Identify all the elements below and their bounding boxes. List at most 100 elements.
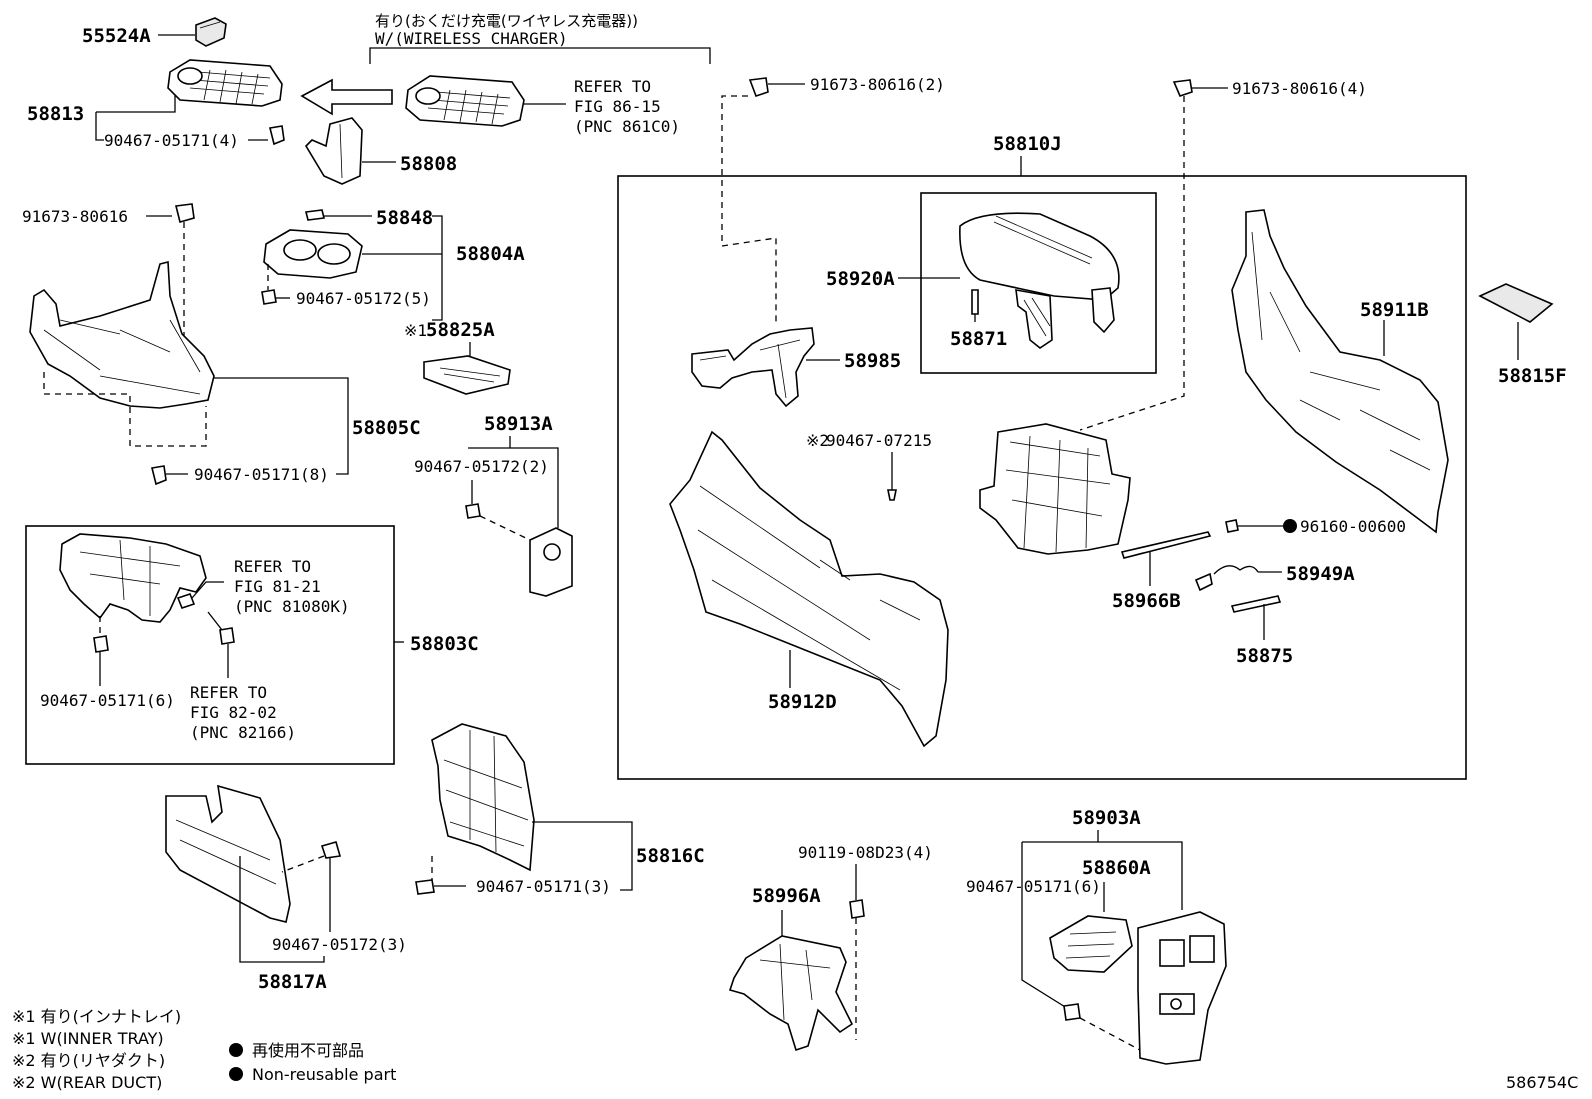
label-ref1-line2: FIG 86-15	[574, 97, 661, 116]
label-58949A: 58949A	[1286, 563, 1355, 585]
part-clip-90467-05172-2	[465, 503, 481, 519]
part-clip-90467-05172-5	[261, 289, 277, 305]
label-90467-05171-6b: 90467-05171(6)	[966, 877, 1101, 896]
label-58813: 58813	[27, 103, 84, 125]
part-58816C-panel	[431, 723, 535, 872]
part-96160-clip	[1225, 519, 1239, 533]
part-58804A-cupholder	[263, 229, 363, 279]
part-55524A	[195, 17, 227, 47]
part-58805C-console-upper	[29, 260, 215, 409]
label-90467-05172-5: 90467-05172(5)	[296, 289, 431, 308]
label-58913A: 58913A	[484, 413, 553, 435]
label-90467-05171-6a: 90467-05171(6)	[40, 691, 175, 710]
part-58949A-spring	[1194, 565, 1259, 592]
part-clip-90119	[849, 899, 865, 919]
label-58848: 58848	[376, 207, 433, 229]
label-58803C: 58803C	[410, 633, 479, 655]
legend-dot-icon-en	[229, 1067, 243, 1081]
label-58804A: 58804A	[456, 243, 525, 265]
assembly-box-58920A	[920, 192, 1157, 374]
part-clip-90467-05171-8	[151, 465, 167, 486]
label-55524A: 55524A	[82, 25, 151, 47]
part-58848	[305, 209, 325, 221]
label-ref2-line2: FIG 81-21	[234, 577, 321, 596]
assembly-box-58803C	[25, 525, 395, 765]
part-58860A-vent	[1049, 915, 1133, 973]
label-58815F: 58815F	[1498, 365, 1567, 387]
label-90467-07215: 90467-07215	[826, 431, 932, 450]
header-en-note: W/(WIRELESS CHARGER)	[375, 29, 568, 48]
label-58825A: 58825A	[426, 319, 495, 341]
part-clip-91673-a	[748, 77, 769, 98]
label-90467-05171-4: 90467-05171(4)	[104, 131, 239, 150]
label-91673-80616-2: 91673-80616(2)	[810, 75, 945, 94]
footnote-1-jp: ※1 有り(インナトレイ)	[12, 1007, 181, 1026]
label-ref1-line3: (PNC 861C0)	[574, 117, 680, 136]
part-clip-90467-05171-3	[415, 879, 435, 895]
label-58871: 58871	[950, 328, 1007, 350]
part-clip-91673-c	[175, 203, 195, 223]
part-58875	[1230, 595, 1282, 613]
footnote-2-jp: ※2 有り(リヤダクト)	[12, 1051, 165, 1070]
part-ref2-connector	[176, 593, 196, 609]
label-90467-05172-2: 90467-05172(2)	[414, 457, 549, 476]
legend-dot-icon-jp	[229, 1043, 243, 1057]
part-58825A-tray	[423, 355, 511, 395]
part-58903A-panel	[1137, 911, 1227, 1065]
footnote-2-en: ※2 W(REAR DUCT)	[12, 1073, 162, 1092]
arrow-icon	[300, 78, 393, 116]
part-58966B-rod	[1120, 531, 1212, 559]
part-58815F	[1478, 283, 1554, 323]
label-90119-08D23-4: 90119-08D23(4)	[798, 843, 933, 862]
label-58985: 58985	[844, 350, 901, 372]
part-90467-07215-clip	[887, 489, 897, 501]
part-wireless-tray	[405, 75, 525, 127]
label-58805C: 58805C	[352, 417, 421, 439]
label-58816C: 58816C	[636, 845, 705, 867]
part-58920A-armrest	[959, 212, 1120, 349]
part-clip-90467-05171-6b	[1063, 1003, 1081, 1021]
part-clip-91673-b	[1172, 79, 1193, 97]
part-58911B-side-panel	[1231, 209, 1449, 534]
legend-en: Non-reusable part	[252, 1065, 396, 1084]
label-90467-05171-3: 90467-05171(3)	[476, 877, 611, 896]
label-90467-07215-mark: ※2	[806, 431, 829, 450]
label-58875: 58875	[1236, 645, 1293, 667]
label-ref3-line1: REFER TO	[190, 683, 267, 702]
part-ref3-connector	[219, 627, 235, 645]
label-ref3-line3: (PNC 82166)	[190, 723, 296, 742]
label-ref2-line1: REFER TO	[234, 557, 311, 576]
label-58966B: 58966B	[1112, 590, 1181, 612]
label-90467-05171-8: 90467-05171(8)	[194, 465, 329, 484]
label-90467-05172-3: 90467-05172(3)	[272, 935, 407, 954]
label-58825A-mark: ※1	[404, 321, 427, 340]
label-58817A: 58817A	[258, 971, 327, 993]
label-91673-80616: 91673-80616	[22, 207, 128, 226]
label-58810J: 58810J	[993, 133, 1062, 155]
header-bracket	[369, 47, 711, 64]
label-58911B: 58911B	[1360, 299, 1429, 321]
label-91673-80616-4: 91673-80616(4)	[1232, 79, 1367, 98]
label-ref3-line2: FIG 82-02	[190, 703, 277, 722]
header-jp-note: 有り(おくだけ充電(ワイヤレス充電器))	[375, 12, 638, 30]
label-58860A: 58860A	[1082, 857, 1151, 879]
part-58817A-panel	[165, 784, 291, 923]
legend-jp: 再使用不可部品	[252, 1041, 364, 1060]
part-58996A-bracket	[728, 935, 854, 1052]
label-58912D: 58912D	[768, 691, 837, 713]
label-58808: 58808	[400, 153, 457, 175]
label-ref1-line1: REFER TO	[574, 77, 651, 96]
part-console-box	[979, 423, 1131, 555]
part-clip-90467-05172-3	[320, 841, 342, 859]
assembly-box-58810J	[617, 175, 1467, 780]
part-58985-bracket	[691, 327, 815, 408]
part-58803C-console	[59, 533, 207, 623]
figure-id: 586754C	[1506, 1073, 1578, 1092]
label-ref2-line3: (PNC 81080K)	[234, 597, 350, 616]
part-58808	[304, 117, 363, 185]
non-reusable-dot-icon	[1283, 519, 1297, 533]
footnote-1-en: ※1 W(INNER TRAY)	[12, 1029, 164, 1048]
part-58912D-front-panel	[669, 430, 949, 748]
part-58913A-socket	[529, 527, 573, 597]
